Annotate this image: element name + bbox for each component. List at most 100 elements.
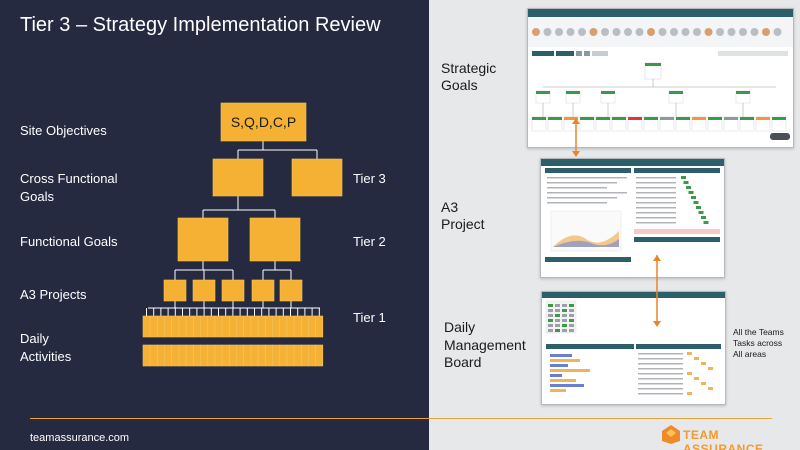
- avatar-icon: [727, 28, 736, 36]
- project-status: [532, 117, 546, 120]
- tier2-label: Tier 2: [353, 234, 386, 249]
- avatar-icon: [739, 28, 747, 36]
- board-cell: [562, 314, 567, 317]
- project-status: [692, 117, 706, 120]
- board-cell: [569, 304, 574, 307]
- project-status: [564, 117, 578, 120]
- board-cell: [569, 309, 574, 312]
- objectives-box-label: S,Q,D,C,P: [230, 114, 297, 130]
- footer-right: [429, 420, 800, 450]
- board-cell: [562, 304, 567, 307]
- board-task-line: [638, 363, 683, 365]
- label-functional-goals: Functional Goals: [20, 234, 118, 249]
- tier1-label: Tier 1: [353, 310, 386, 325]
- arrow-down-icon: [572, 151, 580, 157]
- board-task-bar: [701, 362, 706, 365]
- a3-text-line: [547, 182, 617, 184]
- right-label-daily-2: Management: [444, 337, 526, 353]
- objectives-box: [220, 102, 307, 142]
- gantt-task: [636, 202, 676, 204]
- gantt-bar: [683, 181, 689, 184]
- gantt-task: [636, 192, 676, 194]
- avatar-icon: [762, 28, 770, 36]
- arrow-up-icon: [653, 255, 661, 261]
- project-status: [740, 117, 754, 120]
- avatar-icon: [589, 28, 598, 36]
- a3-text-line: [547, 202, 607, 204]
- project-status: [660, 117, 674, 120]
- avatar-icon: [612, 28, 621, 36]
- daily-management-board-screenshot: [541, 291, 726, 405]
- board-cell: [555, 324, 560, 327]
- board-cell: [555, 319, 560, 322]
- avatar-icon: [635, 28, 644, 36]
- footer-left: [0, 420, 429, 450]
- board-task-bar: [694, 357, 699, 360]
- gantt-bar: [686, 186, 691, 189]
- a3-text-line: [547, 192, 627, 194]
- gantt-bar: [698, 211, 704, 214]
- board-cell: [562, 309, 567, 312]
- label-cross-functional-2: Goals: [20, 189, 54, 204]
- board-cell: [555, 304, 560, 307]
- a3-text-line: [547, 197, 617, 199]
- avatar-icon: [670, 28, 678, 36]
- footer-url[interactable]: teamassurance.com: [30, 432, 130, 444]
- right-label-a3-1: A3: [441, 199, 459, 215]
- daily-activities-row-2: [142, 344, 324, 367]
- board-cell: [555, 314, 560, 317]
- avatar-icon: [624, 28, 632, 36]
- gantt-bar: [696, 206, 701, 209]
- goal-status: [669, 91, 683, 94]
- project-status: [548, 117, 562, 120]
- board-task-bar: [687, 352, 692, 355]
- daily-board-app-image: [542, 292, 725, 395]
- brand-name: TEAM ASSURANCE: [683, 428, 764, 450]
- board-cell: [548, 319, 553, 322]
- daily-activities-row-1: [142, 315, 324, 338]
- board-cell: [569, 329, 574, 332]
- board-cell: [569, 324, 574, 327]
- a3-box-4: [251, 279, 275, 302]
- board-bar: [550, 369, 590, 372]
- connector-arrows: [572, 118, 661, 327]
- tier2-box-1: [177, 217, 229, 262]
- avatar-icon: [704, 28, 713, 36]
- tier3-box-1: [212, 158, 264, 197]
- avatar-icon: [647, 28, 655, 36]
- goal-status: [536, 91, 550, 94]
- arrow-up-icon: [572, 118, 580, 124]
- hierarchy-diagram: [142, 102, 343, 367]
- board-cell: [555, 329, 560, 332]
- right-label-strategic-2: Goals: [441, 77, 478, 93]
- label-a3-projects: A3 Projects: [20, 287, 87, 302]
- avatar-icon: [578, 28, 586, 36]
- avatar-icon: [601, 28, 609, 36]
- board-bar: [550, 384, 584, 387]
- gantt-task: [636, 197, 676, 199]
- strategic-goals-screenshot: [527, 8, 794, 148]
- gantt-task: [636, 187, 676, 189]
- board-task-line: [638, 353, 683, 355]
- avatar-icon: [566, 28, 575, 36]
- tier2-box-2: [249, 217, 301, 262]
- gantt-task: [636, 182, 676, 184]
- a3-project-app-image: [541, 159, 724, 262]
- project-status: [612, 117, 626, 120]
- right-label-daily-1: Daily: [444, 319, 476, 335]
- board-cell: [555, 309, 560, 312]
- avatar-icon: [681, 28, 690, 36]
- a3-box-3: [221, 279, 245, 302]
- board-task-line: [638, 393, 683, 395]
- slide-title: Tier 3 – Strategy Implementation Review: [20, 14, 381, 36]
- board-task-line: [638, 378, 683, 380]
- project-status: [644, 117, 658, 120]
- gantt-bar: [701, 216, 706, 219]
- project-status: [756, 117, 770, 120]
- board-bar: [550, 389, 566, 392]
- board-bar: [550, 374, 562, 377]
- avatar-icon: [693, 28, 701, 36]
- gantt-bar: [703, 221, 709, 224]
- board-task-bar: [708, 387, 713, 390]
